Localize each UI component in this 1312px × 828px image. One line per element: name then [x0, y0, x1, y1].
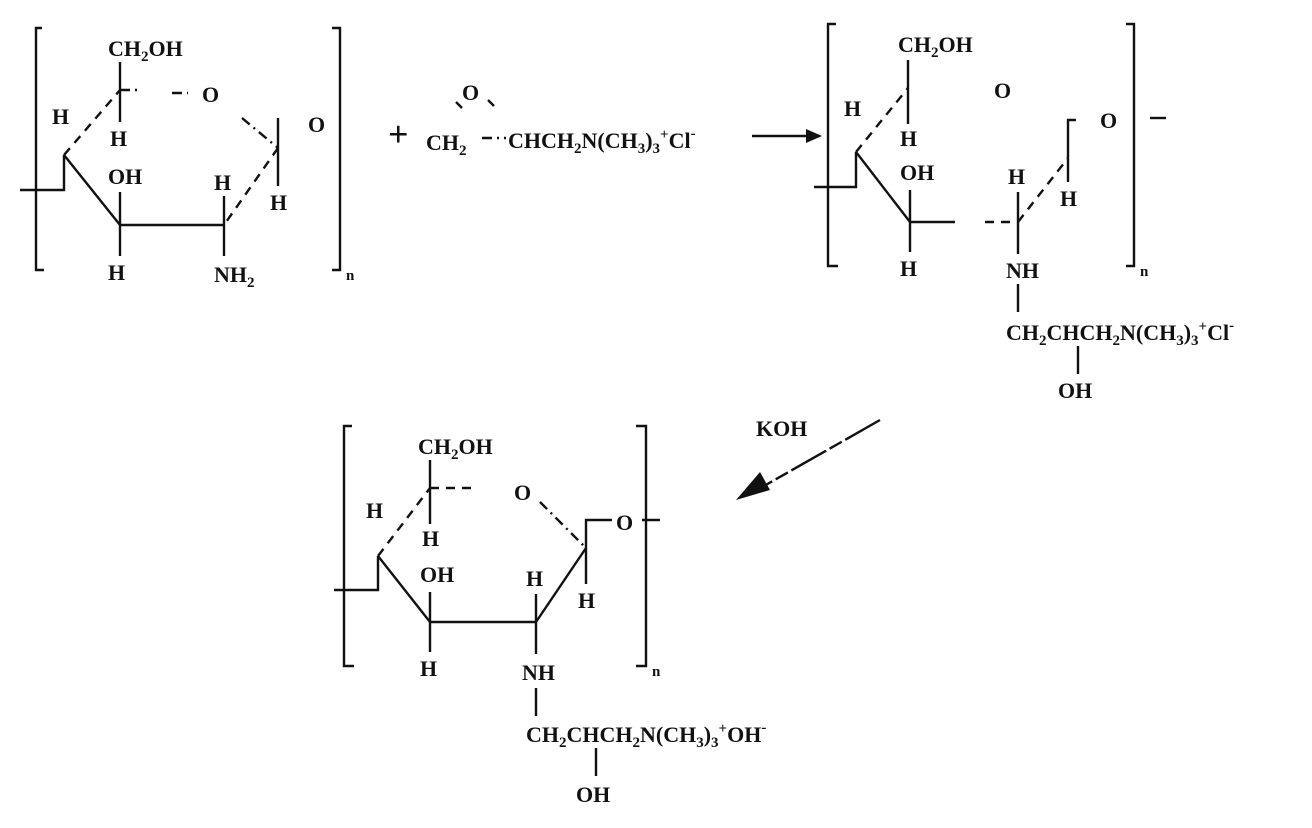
side-chain-label: CH2CHCH2N(CH3)3+Cl- — [1006, 318, 1234, 349]
koh-label: KOH — [756, 416, 807, 441]
chain-bond-left — [334, 556, 380, 592]
ch2oh-label: CH2OH — [108, 36, 183, 65]
nh-label: NH — [1006, 258, 1039, 283]
ring-bond-c3c4 — [377, 555, 431, 623]
h-c4-left-label: H — [844, 96, 861, 121]
ring-bond-c2c1 — [1017, 157, 1069, 223]
nh2-label: NH2 — [214, 262, 255, 291]
h-c1-label: H — [270, 190, 287, 215]
reagent-ch2-label: CH2 — [426, 130, 467, 159]
side-oh-label: OH — [576, 782, 610, 807]
side-chain-label: CH2CHCH2N(CH3)3+OH- — [526, 720, 766, 751]
left-bracket — [826, 22, 838, 268]
ring-bond-c3c4 — [855, 151, 911, 223]
left-bracket — [34, 26, 44, 272]
h-c5-label: H — [422, 526, 439, 551]
ring-bond-c4c5 — [63, 89, 121, 156]
ring-oxygen-label: O — [202, 82, 219, 107]
glycosidic-oxygen-label: O — [308, 112, 325, 137]
reactant-chitosan: CH2OH O O H H OH H H H NH2 n — [20, 26, 355, 291]
ring-bond-c3c4 — [63, 154, 121, 226]
glycosidic-oxygen-label: O — [1100, 108, 1117, 133]
h-c5-label: H — [900, 126, 917, 151]
ring-bond-o-c1 — [241, 117, 279, 149]
chain-bond-left — [20, 155, 66, 192]
h-c1-label: H — [578, 588, 595, 613]
h-c4-left-label: H — [366, 498, 383, 523]
repeat-n-label: n — [1140, 264, 1149, 280]
reaction-arrow-2: KOH — [736, 416, 881, 500]
glycosidic-oxygen-label: O — [616, 510, 633, 535]
ring-bond-c4c5 — [855, 87, 909, 153]
h-c1-label: H — [1060, 186, 1077, 211]
oh-label: OH — [420, 562, 454, 587]
ch2oh-label: CH2OH — [898, 32, 973, 61]
h-c3-label: H — [108, 260, 125, 285]
epoxide-oxygen-label: O — [462, 80, 479, 105]
plus-sign: + — [388, 114, 409, 154]
side-oh-label: OH — [1058, 378, 1092, 403]
final-product: CH2OH O O H H OH H H H NH n CH2CHCH2N(CH… — [334, 424, 766, 807]
reaction-arrow-1 — [752, 129, 822, 143]
oh-label: OH — [900, 160, 934, 185]
h-c3-label: H — [900, 256, 917, 281]
ring-bond-c1c2 — [535, 547, 587, 623]
nh-label: NH — [522, 660, 555, 685]
repeat-n-label: n — [346, 268, 355, 284]
h-c5-label: H — [110, 126, 127, 151]
ring-bond-o-c1 — [539, 501, 587, 549]
h-c2-label: H — [1008, 164, 1025, 189]
epoxide-bond-left — [455, 101, 463, 109]
h-c2-label: H — [526, 566, 543, 591]
glycosidic-bond-left — [584, 518, 612, 548]
repeat-n-label: n — [652, 664, 661, 680]
right-bracket — [1126, 22, 1136, 268]
reagent-epoxypropyl-ammonium: O CH2 CHCH2N(CH3)3+Cl- — [426, 80, 696, 159]
h-c3-label: H — [420, 656, 437, 681]
h-c2-label: H — [214, 170, 231, 195]
ring-bond-c4c5 — [377, 487, 431, 557]
ring-oxygen-label: O — [514, 480, 531, 505]
chain-bond-left — [814, 152, 858, 189]
reagent-chain-label: CHCH2N(CH3)3+Cl- — [508, 126, 696, 157]
ring-oxygen-label: O — [994, 78, 1011, 103]
intermediate-product: CH2OH O O H H OH H H H NH n CH2CHCH2N(CH… — [814, 22, 1234, 403]
right-bracket — [332, 26, 342, 272]
ring-bond-c1-up — [1066, 118, 1076, 158]
right-bracket — [636, 424, 648, 668]
ch2oh-label: CH2OH — [418, 434, 493, 463]
epoxide-bond-right — [487, 99, 495, 107]
oh-label: OH — [108, 164, 142, 189]
left-bracket — [342, 424, 354, 668]
h-c4-left-label: H — [52, 104, 69, 129]
